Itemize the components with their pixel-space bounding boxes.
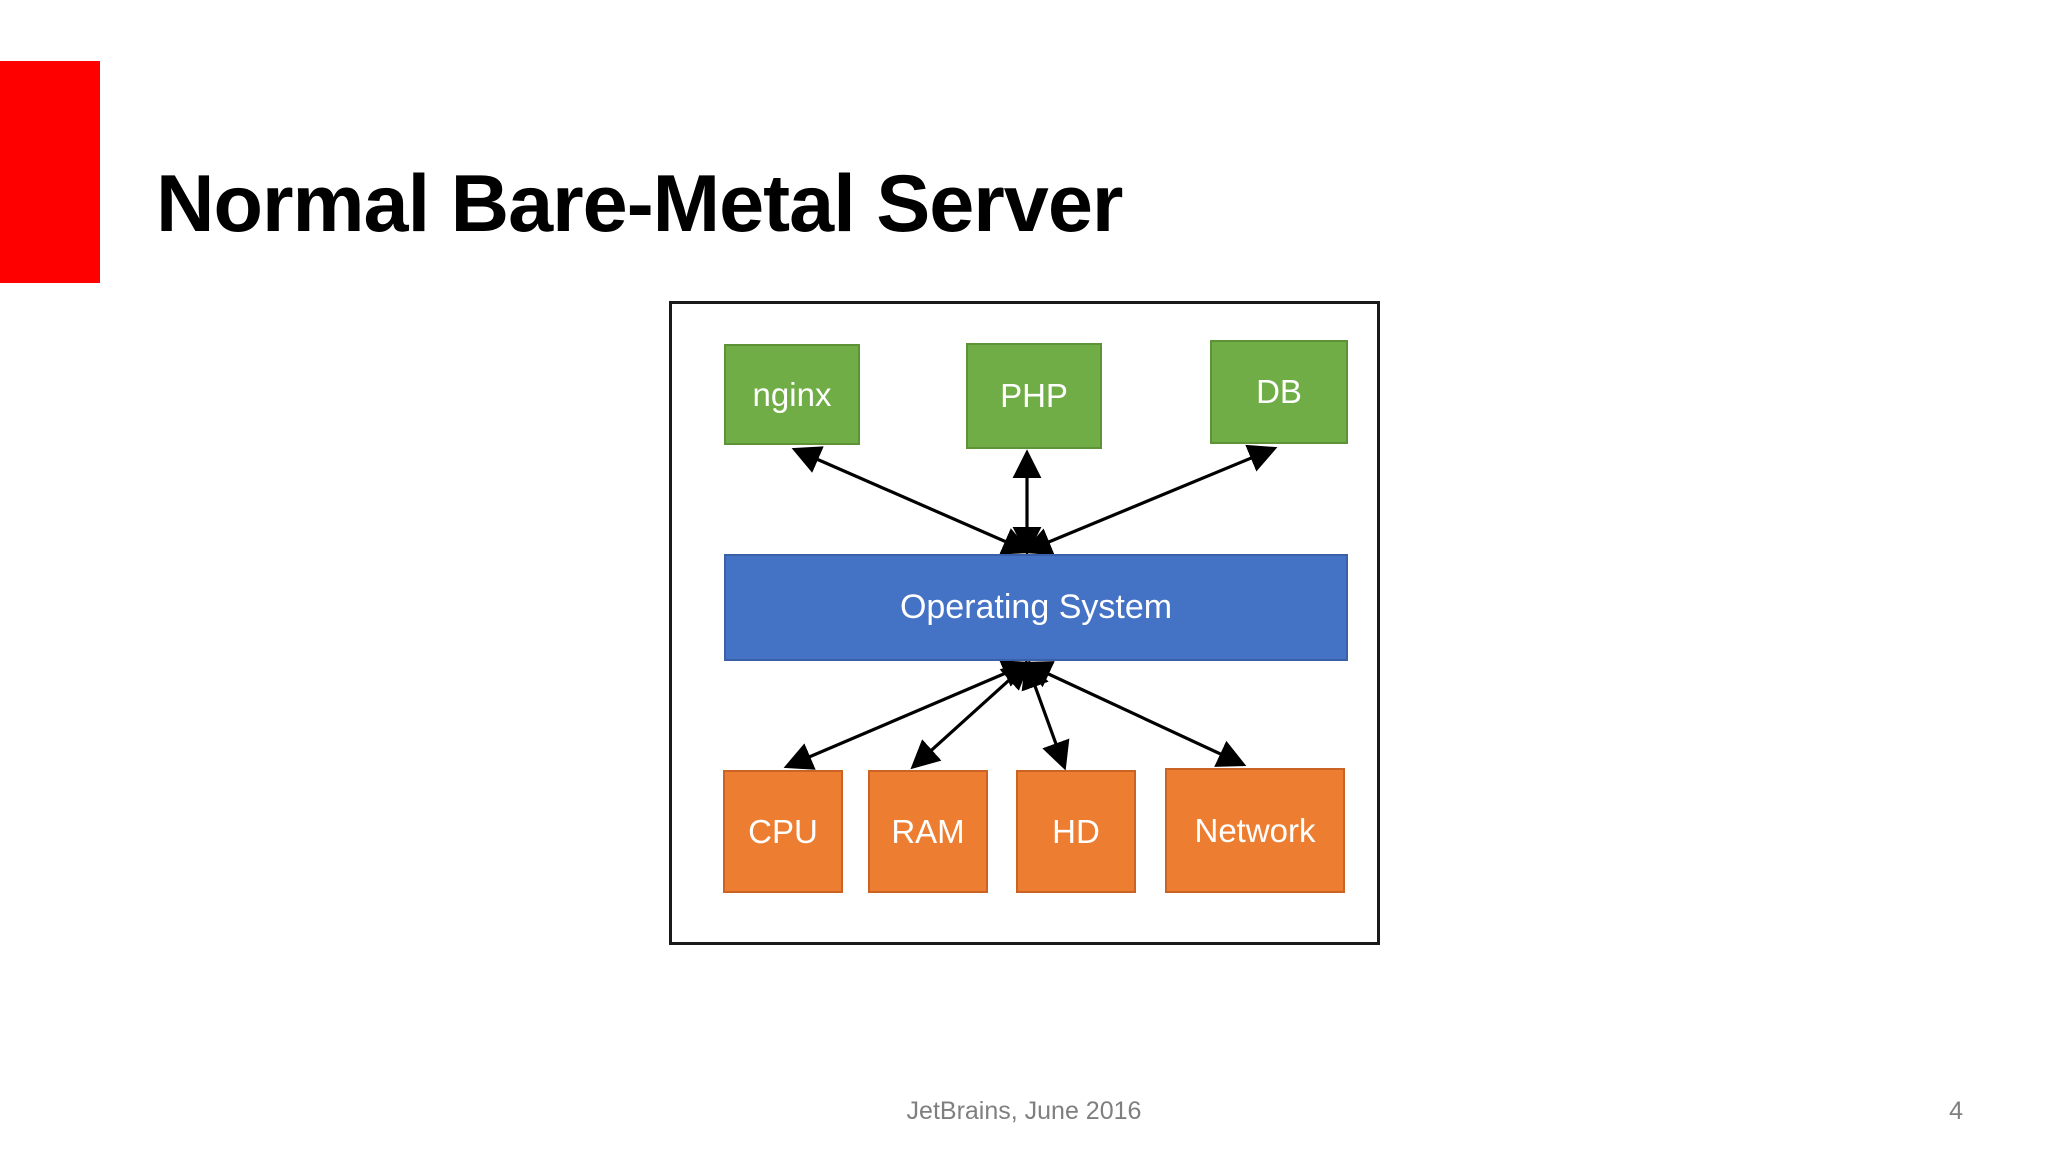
connector-os-network xyxy=(1022,661,1247,767)
diagram-node-nginx[interactable]: nginx xyxy=(724,344,860,445)
node-label: RAM xyxy=(891,812,965,850)
node-label: nginx xyxy=(752,375,832,413)
diagram-node-hd[interactable]: HD xyxy=(1016,770,1136,893)
node-label: Operating System xyxy=(899,588,1173,626)
connector-os-cpu xyxy=(783,660,1032,770)
diagram-node-operating-system[interactable]: Operating System xyxy=(724,554,1348,661)
page-title: Normal Bare-Metal Server xyxy=(156,159,1123,250)
connector-os-ram xyxy=(910,660,1031,770)
diagram-node-php[interactable]: PHP xyxy=(966,343,1102,449)
connector-os-nginx xyxy=(791,446,1032,555)
diagram-node-ram[interactable]: RAM xyxy=(868,770,988,893)
diagram-node-db[interactable]: DB xyxy=(1210,340,1348,444)
accent-bar xyxy=(0,61,100,283)
footer-credit: JetBrains, June 2016 xyxy=(906,1097,1142,1125)
node-label: Network xyxy=(1194,811,1316,849)
diagram-node-network[interactable]: Network xyxy=(1165,768,1345,893)
node-label: CPU xyxy=(748,812,818,850)
diagram-node-cpu[interactable]: CPU xyxy=(723,770,843,893)
connector-os-hd xyxy=(1021,659,1070,771)
connector-os-db xyxy=(1022,444,1278,556)
node-label: HD xyxy=(1052,812,1100,850)
footer-page-number: 4 xyxy=(1949,1097,1963,1125)
node-label: PHP xyxy=(1000,377,1068,414)
diagram-frame: nginx PHP DB Operating System CPU RAM HD… xyxy=(669,301,1380,945)
node-label: DB xyxy=(1256,373,1302,410)
